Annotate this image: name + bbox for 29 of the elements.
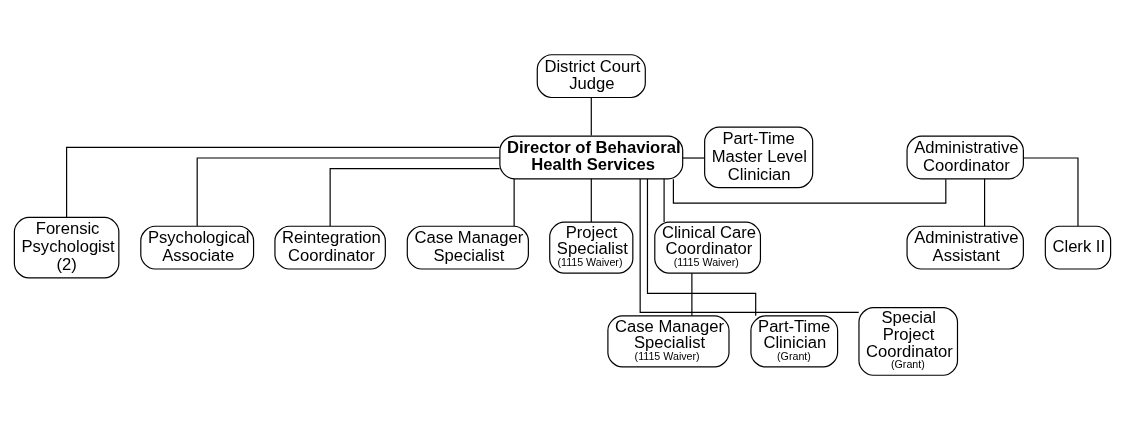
node-box: Special Project Coordinator (Grant)	[858, 306, 959, 376]
connector	[1022, 156, 1079, 227]
node-box: Case Manager Specialist	[406, 225, 529, 270]
node-box: Part-Time Clinician (Grant)	[750, 314, 839, 368]
node-box: Case Manager Specialist (1115 Waiver)	[607, 314, 730, 368]
node-box: Clinical Care Coordinator (1115 Waiver)	[654, 221, 762, 274]
node-box: Administrative Coordinator	[906, 134, 1024, 179]
node-box: Part-Time Master Level Clinician	[704, 126, 814, 188]
connector	[513, 177, 515, 227]
node-box: Psychological Associate	[140, 225, 255, 270]
node-box: District Court Judge	[536, 53, 646, 98]
connector	[646, 177, 757, 316]
connector	[984, 177, 986, 227]
connector	[691, 272, 693, 316]
connector	[329, 167, 501, 227]
connector	[672, 178, 947, 204]
connector	[590, 177, 592, 222]
connector	[66, 146, 501, 218]
node-box: Reintegration Coordinator	[274, 225, 386, 270]
connector	[682, 156, 705, 159]
connector	[196, 156, 501, 227]
node-box: Forensic Psychologist (2)	[13, 216, 120, 278]
node-box: Project Specialist (1115 Waiver)	[549, 221, 634, 274]
connector	[663, 177, 665, 222]
node-box: Director of Behavioral Health Services	[499, 134, 684, 179]
node-box: Clerk II	[1044, 225, 1112, 270]
connector	[639, 177, 860, 313]
connector	[590, 96, 592, 136]
node-box: Administrative Assistant	[906, 225, 1024, 270]
